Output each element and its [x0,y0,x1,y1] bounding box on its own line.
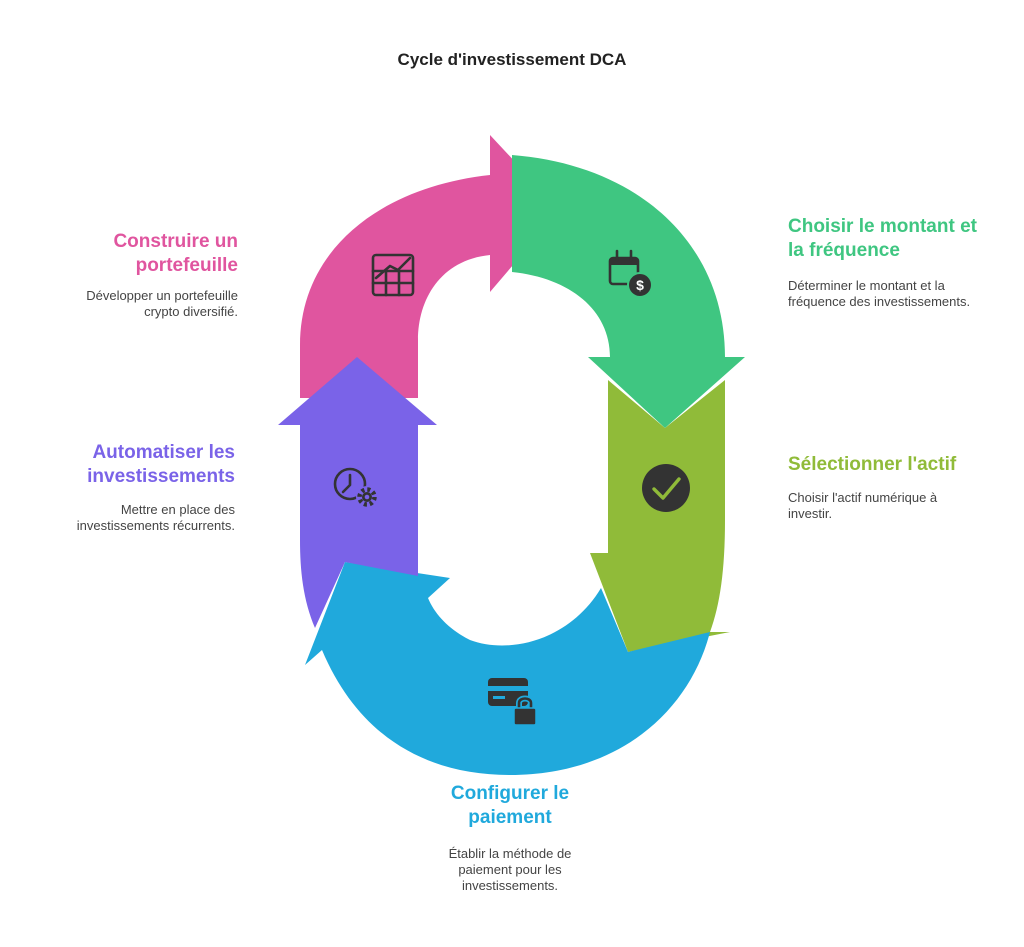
step-desc-payment: Établir la méthode de paiement pour les … [448,846,572,893]
arrow-olive [590,380,730,652]
step-title-automate: Automatiser les investissements [87,442,235,487]
step-desc-amount-frequency: Déterminer le montant et la fréquence de… [788,278,971,309]
step-title-payment: Configurer le paiement [450,783,570,828]
step-title-portfolio: Construire un portefeuille [113,231,238,276]
step-desc-automate: Mettre en place des investissements récu… [76,502,235,533]
growth-chart-icon [371,253,415,297]
diagram-title: Cycle d'investissement DCA [397,50,627,69]
svg-text:$: $ [636,277,644,293]
arrow-green [512,155,745,428]
clock-gear-icon [333,467,378,508]
arrow-pink [300,135,560,398]
arrow-blue [305,562,710,775]
step-desc-portfolio: Développer un portefeuille crypto divers… [86,288,238,319]
step-title-select-asset: Sélectionner l'actif [788,454,957,475]
check-circle-icon [642,464,690,512]
credit-card-lock-icon [488,678,537,726]
step-title-amount-frequency: Choisir le montant et la fréquence [788,216,977,261]
step-desc-select-asset: Choisir l'actif numérique à investir. [788,490,938,521]
calendar-dollar-icon: $ [608,249,653,298]
